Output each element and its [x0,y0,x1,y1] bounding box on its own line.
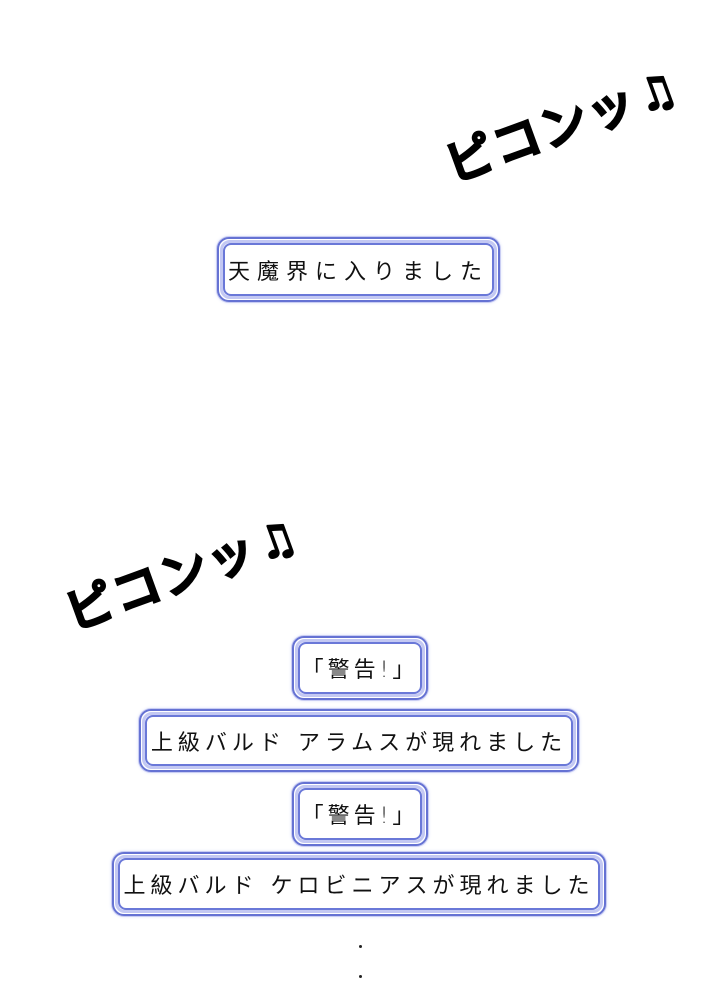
warning-text: 「警告!」 [301,804,419,829]
warning-box-1: 「警告!」 [292,636,428,700]
sound-effect-text: ピコンッ [437,72,646,195]
warning-text: 「警告!」 [301,658,419,683]
notification-box-kerobinias: 上級バルド ケロビニアスが現れました [112,852,606,916]
notification-text: 天魔界に入りました [227,259,489,285]
notification-text: 上級バルド ケロビニアスが現れました [123,874,595,899]
sound-effect-pikon-1: ピコンッ♫ [434,47,687,196]
ellipsis-dot-1 [359,945,362,948]
ellipsis-dot-2 [359,975,362,978]
sound-effect-text: ピコンッ [57,520,266,643]
notification-box-entered-realm: 天魔界に入りました [217,237,500,302]
notification-box-aramus: 上級バルド アラムスが現れました [139,709,579,772]
notification-text: 上級バルド アラムスが現れました [150,730,568,756]
sound-effect-pikon-2: ピコンッ♫ [54,495,307,644]
warning-box-2: 「警告!」 [292,782,428,846]
